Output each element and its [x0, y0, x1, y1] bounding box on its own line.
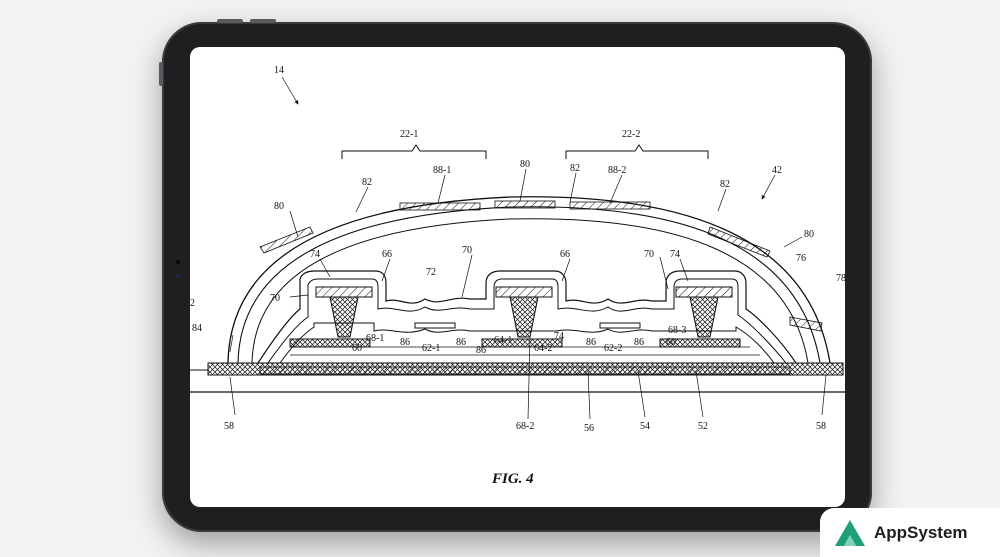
sensor	[176, 274, 180, 278]
label-70-right: 70	[644, 249, 654, 260]
volume-button	[217, 19, 243, 23]
label-76: 76	[796, 253, 806, 264]
label-70-mid: 70	[462, 245, 472, 256]
label-60-right: 60	[666, 337, 676, 348]
camera	[174, 258, 182, 266]
label-68-2-bottom: 68-2	[516, 421, 534, 432]
label-86-e: 86	[476, 345, 486, 356]
label-62-1: 62-1	[422, 343, 440, 354]
label-78: 78	[836, 273, 845, 284]
figure-caption: FIG. 4	[491, 471, 534, 487]
volume-button	[250, 19, 276, 23]
diagram-labels: 14 22-1 22-2 80 82 88-1 82 88-2 82 42 80…	[190, 65, 845, 487]
patent-diagram: 14 22-1 22-2 80 82 88-1 82 88-2 82 42 80…	[190, 65, 845, 487]
label-70-left: 70	[270, 293, 280, 304]
label-56: 56	[584, 423, 594, 434]
label-62-2: 62-2	[604, 343, 622, 354]
label-88-1: 88-1	[433, 165, 451, 176]
label-66-mid: 66	[560, 249, 570, 260]
appsystem-logo-icon	[835, 519, 865, 546]
label-54: 54	[640, 421, 650, 432]
label-86-a: 86	[400, 337, 410, 348]
tablet-screen: 14 22-1 22-2 80 82 88-1 82 88-2 82 42 80…	[190, 47, 845, 507]
label-82-right: 82	[720, 179, 730, 190]
label-74-mid: 74	[554, 331, 564, 342]
label-58-right: 58	[816, 421, 826, 432]
label-64-2: 64-2	[534, 343, 552, 354]
label-86-b: 86	[456, 337, 466, 348]
label-86-c: 86	[586, 337, 596, 348]
label-64-1: 64-1	[494, 335, 512, 346]
label-80-left: 80	[274, 201, 284, 212]
label-14: 14	[274, 65, 284, 76]
label-52: 52	[698, 421, 708, 432]
label-68-1: 68-1	[366, 333, 384, 344]
label-86-d: 86	[634, 337, 644, 348]
substrate-layers	[190, 362, 845, 393]
label-80-top: 80	[520, 159, 530, 170]
label-2: 2	[190, 298, 195, 309]
leader-lines	[229, 76, 827, 420]
label-74-left: 74	[310, 249, 320, 260]
label-22-2: 22-2	[622, 129, 640, 140]
label-42: 42	[772, 165, 782, 176]
label-66-left: 66	[382, 249, 392, 260]
label-82-left: 82	[362, 177, 372, 188]
encapsulation-layers	[257, 270, 797, 364]
label-80-right: 80	[804, 229, 814, 240]
brand-name: AppSystem	[874, 522, 968, 542]
label-68-3: 68-3	[668, 325, 686, 336]
brand-watermark: AppSystem	[820, 508, 1000, 557]
label-82-mid: 82	[570, 163, 580, 174]
label-84: 84	[192, 323, 202, 334]
label-58-left: 58	[224, 421, 234, 432]
label-72: 72	[426, 267, 436, 278]
label-22-1: 22-1	[400, 129, 418, 140]
label-60-left: 60	[352, 343, 362, 354]
power-button	[159, 62, 163, 86]
label-74-right: 74	[670, 249, 680, 260]
group-brackets	[341, 144, 709, 159]
label-88-2: 88-2	[608, 165, 626, 176]
dome-layers	[227, 196, 831, 364]
pixel-structures	[289, 286, 760, 356]
